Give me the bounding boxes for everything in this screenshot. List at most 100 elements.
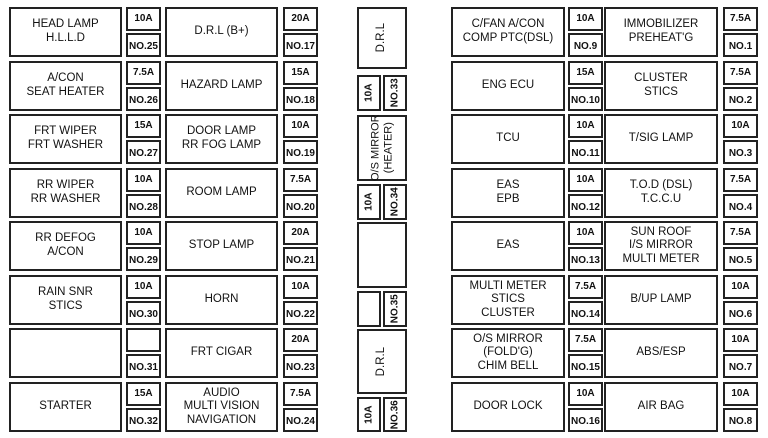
fuse-rating-no4: 7.5A	[723, 168, 758, 192]
fuse-rating-no14: 7.5A	[568, 275, 603, 299]
fuse-amp: 20A	[291, 334, 310, 346]
fuse-name-line: CLUSTER	[634, 72, 688, 85]
fuse-33-number-text: NO.33	[389, 79, 401, 108]
fuse-number-no17: NO.17	[283, 33, 318, 57]
fuse-name-line: FRT WIPER	[34, 125, 97, 138]
fuse-amp: 10A	[576, 120, 595, 132]
fuse-34-number-text: NO.34	[389, 188, 401, 217]
fuse-no: NO.16	[571, 416, 600, 428]
fuse-no: NO.26	[129, 95, 158, 107]
fuse-rating-no21: 20A	[283, 221, 318, 245]
fuse-amp: 20A	[291, 227, 310, 239]
fuse-name-line: ROOM LAMP	[186, 186, 257, 199]
fuse-amp: 10A	[363, 405, 375, 424]
fuse-name-line: ENG ECU	[481, 79, 535, 92]
fuse-name-line: ABS/ESP	[636, 346, 686, 359]
fuse-amp: 10A	[291, 281, 310, 293]
fuse-amp: 7.5A	[574, 334, 597, 346]
fuse-number-no31: NO.31	[126, 354, 161, 378]
fuse-amp: 15A	[134, 120, 153, 132]
fuse-name-line: EAS	[496, 239, 520, 252]
fuse-no: NO.21	[286, 255, 315, 267]
fuse-no: NO.8	[728, 416, 753, 428]
fuse-number-no12: NO.12	[568, 194, 603, 218]
fuse-amp: 15A	[576, 67, 595, 79]
fuse-no: NO.32	[129, 416, 158, 428]
fuse-rating-no1: 7.5A	[723, 7, 758, 31]
fuse-rating-no3: 10A	[723, 114, 758, 138]
fuse-no: NO.5	[728, 255, 753, 267]
fuse-no: NO.22	[286, 309, 315, 321]
fuse-name-line: EAS	[496, 179, 520, 192]
fuse-name-line: B/UP LAMP	[630, 293, 692, 306]
fuse-rating-no22: 10A	[283, 275, 318, 299]
fuse-rating-no19: 10A	[283, 114, 318, 138]
fuse-amp: 7.5A	[132, 67, 155, 79]
fuse-rating-no6: 10A	[723, 275, 758, 299]
fuse-label-no21: STOP LAMP	[165, 221, 278, 271]
fuse-35-number: NO.35	[383, 291, 407, 327]
fuse-amp: 10A	[576, 13, 595, 25]
fuse-number-no27: NO.27	[126, 140, 161, 164]
fuse-label-no6: B/UP LAMP	[604, 275, 718, 325]
fuse-number-no24: NO.24	[283, 408, 318, 432]
fuse-rating-no5: 7.5A	[723, 221, 758, 245]
fuse-number-no20: NO.20	[283, 194, 318, 218]
fuse-no: NO.3	[728, 148, 753, 160]
fuse-amp: 10A	[134, 13, 153, 25]
fuse-name-line: MULTI METER	[469, 279, 547, 292]
drl-top-relay-text: D.R.L	[375, 23, 388, 52]
fuse-33-number: NO.33	[383, 75, 407, 111]
fuse-35-number-text: NO.35	[389, 295, 401, 324]
fuse-amp: 10A	[291, 120, 310, 132]
fuse-amp: 10A	[134, 227, 153, 239]
fuse-amp: 10A	[731, 388, 750, 400]
fuse-rating-no17: 20A	[283, 7, 318, 31]
fuse-no: NO.10	[571, 95, 600, 107]
os-mirror-heater-relay: O/S MIRROR(HEATER)	[357, 115, 407, 181]
fuse-name-line: MULTI METER	[622, 252, 700, 265]
fuse-name-line: NAVIGATION	[186, 413, 257, 426]
fuse-no: NO.23	[286, 362, 315, 374]
fuse-name-line: SEAT HEATER	[26, 86, 105, 98]
fuse-rating-no26: 7.5A	[126, 61, 161, 85]
drl-bottom-relay-text: D.R.L	[375, 347, 388, 376]
fuse-rating-no31	[126, 328, 161, 352]
fuse-rating-no12: 10A	[568, 168, 603, 192]
fuse-number-no10: NO.10	[568, 87, 603, 111]
fuse-rating-no2: 7.5A	[723, 61, 758, 85]
fuse-number-no6: NO.6	[723, 301, 758, 325]
fuse-number-no28: NO.28	[126, 194, 161, 218]
fuse-no: NO.13	[571, 255, 600, 267]
fuse-amp: 10A	[731, 334, 750, 346]
fuse-rating-no16: 10A	[568, 382, 603, 406]
fuse-name-line: HORN	[204, 293, 239, 306]
fuse-name-line: STARTER	[39, 400, 92, 413]
fuse-rating-no32: 15A	[126, 382, 161, 406]
fuse-name-line: DOOR LOCK	[473, 400, 543, 413]
fuse-name-line: A/CON	[47, 72, 84, 85]
fuse-name-line: C/FAN A/CON	[471, 18, 545, 31]
fuse-no: NO.35	[389, 294, 401, 324]
fuse-amp: 10A	[134, 174, 153, 186]
fuse-amp: 7.5A	[729, 227, 752, 239]
fuse-name-line: RAIN SNR	[38, 286, 93, 299]
fuse-number-no9: NO.9	[568, 33, 603, 57]
fuse-number-no19: NO.19	[283, 140, 318, 164]
fuse-name-line: HEAD LAMP	[32, 18, 99, 31]
fuse-rating-no25: 10A	[126, 7, 161, 31]
fuse-no: NO.34	[389, 187, 401, 217]
fuse-36-rating: 10A	[357, 397, 381, 432]
fuse-no: NO.7	[728, 362, 753, 374]
fuse-name-line: AIR BAG	[637, 400, 685, 413]
fuse-rating-no13: 10A	[568, 221, 603, 245]
fuse-label-no8: AIR BAG	[604, 382, 718, 432]
fuse-name-line: SUN ROOF	[630, 225, 692, 238]
fuse-rating-no7: 10A	[723, 328, 758, 352]
